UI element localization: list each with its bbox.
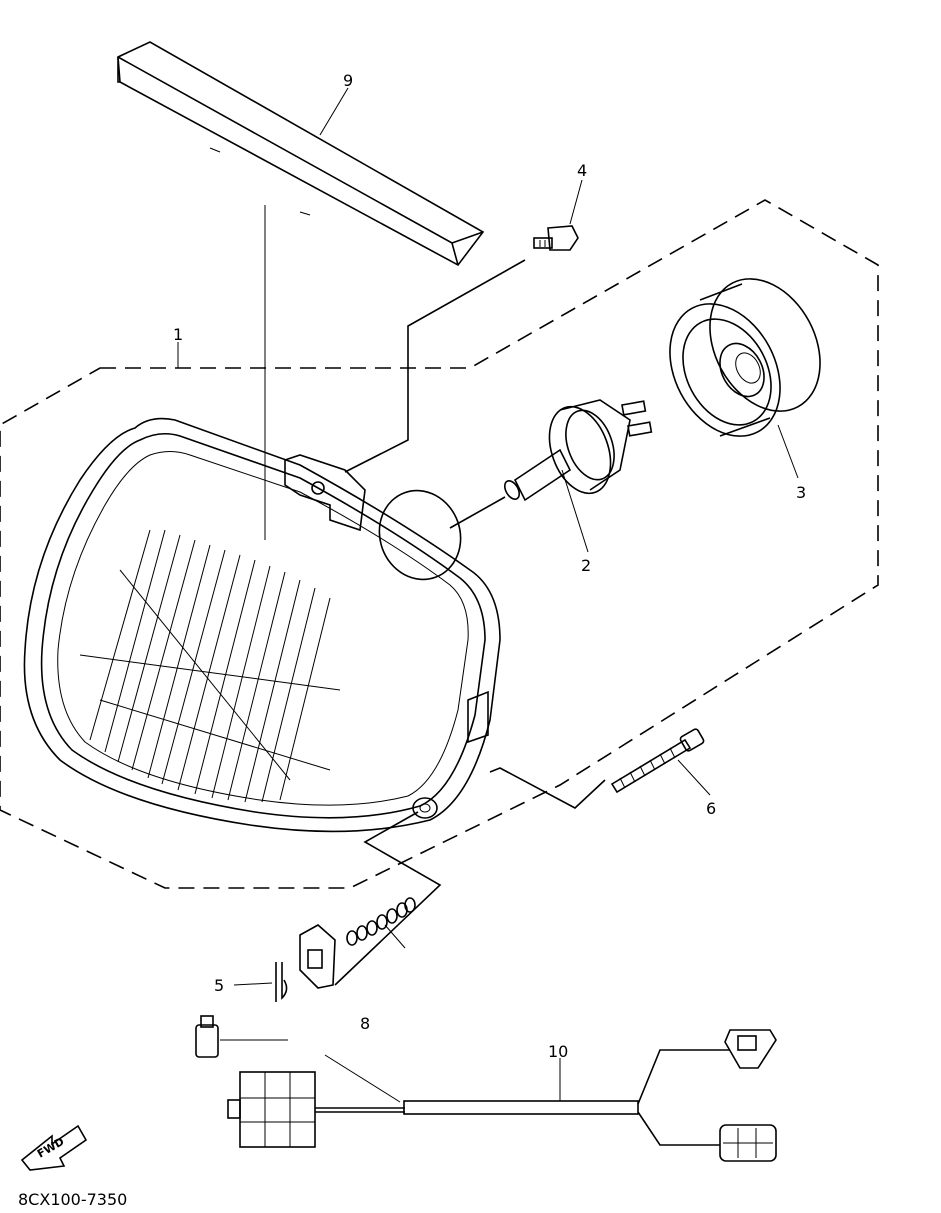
screw-leader-line: [344, 259, 526, 473]
callout-4: 4: [577, 161, 587, 180]
headlight-assembly: [23, 417, 501, 833]
adjuster-leader-line: [334, 811, 442, 986]
callout-1: 1: [173, 325, 183, 344]
screw-part: [533, 225, 579, 251]
socket-cover-part: [669, 278, 821, 437]
clip-part: [233, 962, 288, 1002]
callout-5: 5: [214, 976, 224, 995]
wire-harness-part: [227, 1029, 777, 1162]
reflector-hatching: [79, 529, 341, 803]
adjuster-nut-part: [299, 924, 336, 989]
bolt-part: [610, 728, 705, 794]
visor-strip-part: [117, 41, 485, 267]
position-bulb-part: [195, 1015, 288, 1058]
callout-9: 9: [343, 71, 353, 90]
drawing-code: 8CX100-7350: [18, 1190, 127, 1209]
assembly-dashed-outline: [0, 199, 879, 889]
callout-6: 6: [706, 799, 716, 818]
callout-2: 2: [581, 556, 591, 575]
callout-10: 10: [548, 1042, 568, 1061]
callout-8: 8: [360, 1014, 370, 1033]
fwd-arrow-icon: FWD: [20, 1124, 88, 1171]
bulb-leader-line: [449, 496, 506, 529]
callout-3: 3: [796, 483, 806, 502]
halogen-bulb-part: [503, 399, 653, 502]
callout-leaders: [177, 87, 799, 1101]
adjuster-spring-part: [346, 897, 416, 946]
bolt-leader-line: [489, 767, 606, 809]
